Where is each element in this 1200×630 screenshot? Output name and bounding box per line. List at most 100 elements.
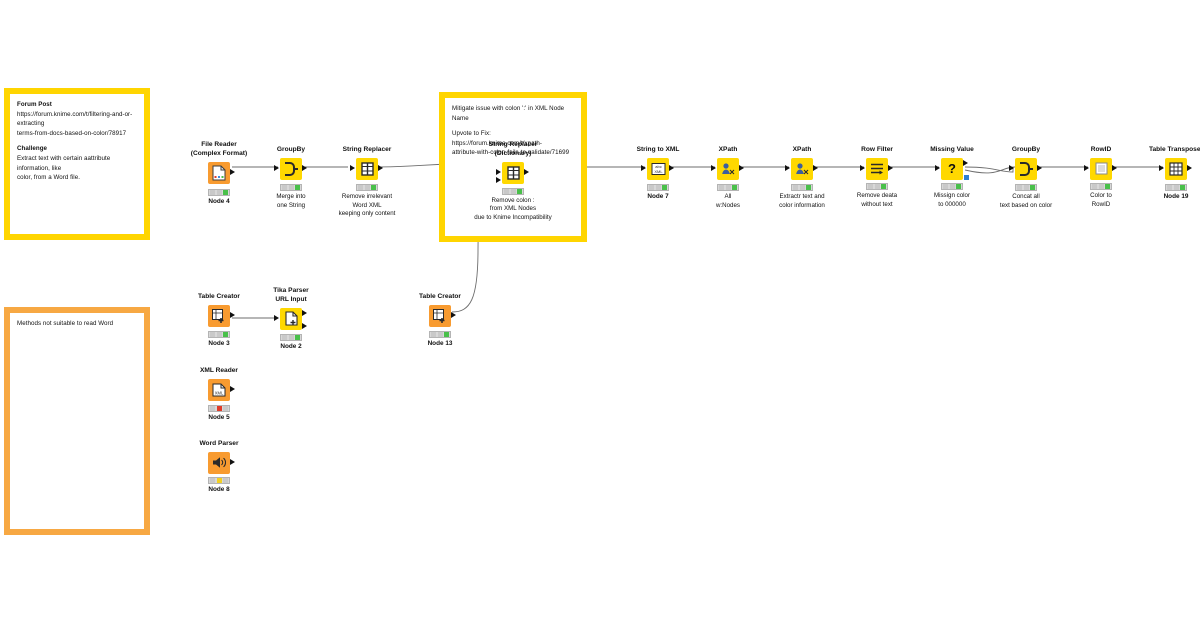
node-word-parser[interactable]: Word Parser Node 8 bbox=[159, 440, 279, 495]
status-light-red bbox=[1167, 184, 1172, 190]
node-row-filter-icon-wrap[interactable] bbox=[860, 157, 893, 180]
tika-parser-output-port-1[interactable] bbox=[302, 309, 307, 316]
table-creator-icon[interactable] bbox=[429, 304, 451, 327]
node-groupby-concat[interactable]: GroupBy Concat all text based on color bbox=[966, 146, 1086, 210]
node-file-reader[interactable]: File Reader (Complex Format) bbox=[159, 141, 279, 206]
xml-reader-icon[interactable]: XML bbox=[208, 378, 230, 401]
node-xpath-extract-icon-wrap[interactable] bbox=[785, 157, 818, 180]
node-xpath-all-nodes-title: XPath bbox=[718, 146, 738, 153]
node-tika-parser[interactable]: Tika Parser URL Input Node 2 bbox=[231, 287, 351, 352]
groupby-concat-output-port[interactable] bbox=[1037, 165, 1042, 172]
node-rowid-icon-wrap[interactable] bbox=[1084, 157, 1117, 180]
table-transposer-input-port[interactable] bbox=[1159, 165, 1164, 172]
missing-value-model-port[interactable] bbox=[964, 174, 969, 180]
table-transposer-output-port[interactable] bbox=[1187, 165, 1192, 172]
missing-value-input-port[interactable] bbox=[935, 165, 940, 172]
node-table-transposer[interactable]: Table Transposer Node 19 bbox=[1116, 146, 1200, 202]
status-light-green bbox=[444, 331, 449, 337]
xpath-icon[interactable] bbox=[717, 157, 739, 180]
tika-parser-input-port[interactable] bbox=[274, 315, 279, 322]
forum-post-url-line1: https://forum.knime.com/t/filtering-and-… bbox=[17, 110, 133, 128]
missing-value-icon[interactable]: ? bbox=[941, 157, 963, 180]
groupby-icon[interactable] bbox=[280, 157, 302, 180]
annotation-forum-post[interactable]: Forum Post https://forum.knime.com/t/fil… bbox=[4, 88, 150, 240]
string-to-xml-output-port[interactable] bbox=[669, 165, 674, 172]
node-string-to-xml-icon-wrap[interactable]: abc XML bbox=[641, 157, 674, 180]
node-string-replacer-dictionary[interactable]: String Replacer (Dictionary) Remo bbox=[453, 141, 573, 223]
string-replacer-icon[interactable] bbox=[356, 157, 378, 180]
tika-parser-output-port-2[interactable] bbox=[302, 322, 307, 329]
tika-parser-icon[interactable] bbox=[280, 307, 302, 330]
missing-value-output-port[interactable] bbox=[963, 159, 968, 166]
groupby-merge-output-port[interactable] bbox=[302, 165, 307, 172]
string-replacer-dictionary-input-port-2[interactable] bbox=[496, 176, 501, 183]
status-light-yellow bbox=[655, 184, 661, 190]
node-xpath-all-nodes-icon-wrap[interactable] bbox=[711, 157, 744, 180]
node-groupby-concat-title: GroupBy bbox=[1011, 146, 1041, 153]
node-xpath-all-nodes[interactable]: XPath All w:Nodes bbox=[668, 146, 788, 210]
node-groupby-merge-subtitle: Merge into one String bbox=[276, 192, 306, 209]
node-string-replacer-icon-wrap[interactable] bbox=[350, 157, 383, 180]
node-string-replacer-dictionary-icon-wrap[interactable] bbox=[496, 161, 529, 184]
node-xpath-extract[interactable]: XPath Extractr text and color informatio… bbox=[742, 146, 862, 210]
rowid-icon[interactable] bbox=[1090, 157, 1112, 180]
node-xml-reader-icon-wrap[interactable]: XML bbox=[208, 378, 235, 401]
xpath-extract-input-port[interactable] bbox=[785, 165, 790, 172]
node-xml-reader[interactable]: XML Reader XML Node 5 bbox=[159, 367, 279, 423]
status-light-red bbox=[504, 188, 509, 194]
xpath-icon[interactable] bbox=[791, 157, 813, 180]
xpath-all-nodes-output-port[interactable] bbox=[739, 165, 744, 172]
node-table-creator-13[interactable]: Table Creator Node 13 bbox=[380, 293, 500, 349]
node-missing-value[interactable]: Missing Value ? Missign color to 000000 bbox=[892, 146, 1012, 209]
node-table-creator-13-icon-wrap[interactable] bbox=[429, 304, 456, 327]
string-to-xml-input-port[interactable] bbox=[641, 165, 646, 172]
xpath-all-nodes-input-port[interactable] bbox=[711, 165, 716, 172]
groupby-icon[interactable] bbox=[1015, 157, 1037, 180]
node-rowid-title: RowID bbox=[1090, 146, 1112, 153]
row-filter-icon[interactable] bbox=[866, 157, 888, 180]
string-replacer-dictionary-output-port[interactable] bbox=[524, 169, 529, 176]
node-table-creator-3[interactable]: Table Creator Node 3 bbox=[159, 293, 279, 349]
rowid-input-port[interactable] bbox=[1084, 165, 1089, 172]
node-xpath-all-nodes-subtitle: All w:Nodes bbox=[715, 192, 741, 209]
node-groupby-merge-icon-wrap[interactable] bbox=[274, 157, 307, 180]
string-replacer-input-port[interactable] bbox=[350, 165, 355, 172]
node-table-transposer-icon-wrap[interactable] bbox=[1159, 157, 1192, 180]
row-filter-input-port[interactable] bbox=[860, 165, 865, 172]
node-string-to-xml[interactable]: String to XML abc XML Node 7 bbox=[598, 146, 718, 202]
annotation-methods-not-suitable[interactable]: Methods not suitable to read Word bbox=[4, 307, 150, 535]
node-file-reader-icon-wrap[interactable] bbox=[208, 161, 235, 184]
node-rowid-subtitle: Color to RowID bbox=[1090, 192, 1112, 209]
node-tika-parser-icon-wrap[interactable] bbox=[274, 307, 307, 330]
node-table-creator-3-icon-wrap[interactable] bbox=[208, 304, 235, 327]
word-parser-icon[interactable] bbox=[208, 451, 230, 474]
xpath-extract-output-port[interactable] bbox=[813, 165, 818, 172]
node-word-parser-icon-wrap[interactable] bbox=[208, 451, 235, 474]
node-groupby-merge[interactable]: GroupBy Merge into one String bbox=[231, 146, 351, 210]
table-creator-3-output-port[interactable] bbox=[230, 312, 235, 319]
table-transposer-icon[interactable] bbox=[1165, 157, 1187, 180]
string-replacer-dictionary-input-port-1[interactable] bbox=[496, 169, 501, 176]
node-row-filter[interactable]: Row Filter Remove deata without text bbox=[817, 146, 937, 210]
status-light-yellow bbox=[1098, 184, 1104, 190]
node-missing-value-icon-wrap[interactable]: ? bbox=[935, 157, 969, 180]
file-reader-output-port[interactable] bbox=[230, 169, 235, 176]
table-creator-icon[interactable] bbox=[208, 304, 230, 327]
string-replacer-output-port[interactable] bbox=[378, 165, 383, 172]
table-creator-13-output-port[interactable] bbox=[451, 312, 456, 319]
string-replacer-dictionary-icon[interactable] bbox=[502, 161, 524, 184]
rowid-output-port[interactable] bbox=[1112, 165, 1117, 172]
row-filter-output-port[interactable] bbox=[888, 165, 893, 172]
node-string-replacer[interactable]: String Replacer Remove irrelevant Word X… bbox=[307, 146, 427, 219]
xml-reader-output-port[interactable] bbox=[230, 386, 235, 393]
groupby-concat-input-port[interactable] bbox=[1009, 165, 1014, 172]
groupby-merge-input-port[interactable] bbox=[274, 165, 279, 172]
node-groupby-concat-icon-wrap[interactable] bbox=[1009, 157, 1042, 180]
node-rowid[interactable]: RowID Color to RowID bbox=[1041, 146, 1161, 210]
node-string-to-xml-title: String to XML bbox=[636, 146, 680, 153]
status-light-green bbox=[1180, 184, 1185, 190]
string-to-xml-icon[interactable]: abc XML bbox=[647, 157, 669, 180]
word-parser-output-port[interactable] bbox=[230, 459, 235, 466]
file-reader-icon[interactable] bbox=[208, 161, 230, 184]
